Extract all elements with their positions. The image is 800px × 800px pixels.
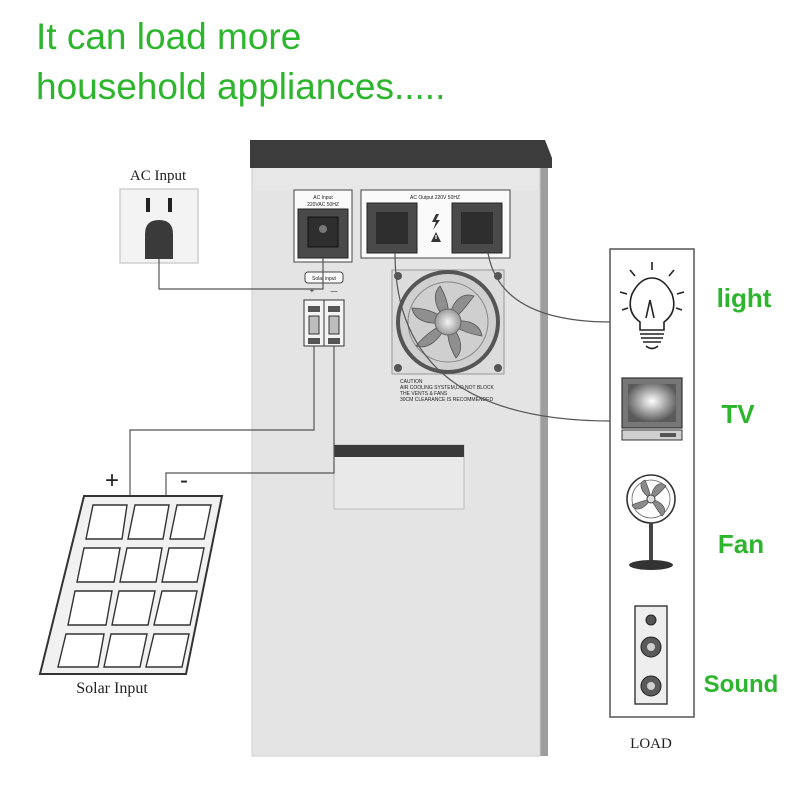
load-item-sound-label: Sound: [704, 671, 779, 698]
solar-panel-icon: [38, 495, 224, 675]
load-item-tv-label: TV: [721, 399, 755, 429]
wiring: [129, 252, 613, 495]
ac-input-socket-icon: [319, 225, 327, 233]
caution-line-3: THE VENTS & FANS: [400, 391, 448, 397]
wall-outlet-icon: [119, 188, 199, 264]
speaker-icon: [634, 605, 668, 705]
solar-positive-wire: [129, 346, 315, 495]
ac-output-panel: AC Output 220V 50HZ: [360, 189, 511, 259]
light-bulb-icon: [619, 262, 685, 350]
inverter-cabinet: AC Input 220VAC 50HZ Solar input + — AC …: [250, 140, 552, 757]
cabinet-side: [538, 160, 548, 756]
load-title: LOAD: [630, 736, 672, 752]
cooling-fan: [391, 269, 505, 375]
tv-icon: [621, 377, 683, 441]
light-wire: [487, 252, 613, 323]
cabinet-handle: [333, 444, 465, 510]
solar-plus-sign: +: [105, 467, 119, 494]
tv-wire: [394, 252, 613, 422]
headline: It can load more household appliances...…: [36, 12, 756, 112]
breaker-plus-label: +: [310, 286, 315, 295]
dc-breaker: [303, 299, 345, 347]
high-voltage-icon: [432, 214, 440, 230]
caution-line-4: 30CM CLEARANCE IS RECOMMENDED: [400, 397, 493, 403]
ac-input-wire: [158, 258, 324, 290]
ac-input-panel: AC Input 220VAC 50HZ: [293, 189, 353, 263]
caution-line-2: AIR COOLING SYSTEM,DO NOT BLOCK: [400, 385, 494, 391]
caution-title: CAUTION: [400, 379, 423, 385]
ac-input-panel-rating: 220VAC 50HZ: [307, 202, 339, 208]
ac-input-panel-title: AC Input: [313, 195, 333, 201]
solar-input-tag: Solar input: [312, 276, 337, 282]
load-item-light-label: light: [717, 283, 772, 313]
solar-negative-wire: [165, 346, 335, 495]
load-item-fan-label: Fan: [718, 529, 764, 559]
headline-line-1: It can load more: [36, 16, 302, 57]
ac-input-label: AC Input: [130, 168, 187, 184]
breaker-minus-label: —: [331, 288, 338, 295]
headline-line-2: household appliances.....: [36, 66, 446, 107]
solar-input-label: Solar Input: [76, 680, 148, 697]
ac-output-label: AC Output 220V 50HZ: [410, 195, 460, 201]
solar-minus-sign: -: [180, 467, 188, 494]
cabinet-top: [250, 140, 552, 168]
fan-icon: [626, 474, 676, 570]
